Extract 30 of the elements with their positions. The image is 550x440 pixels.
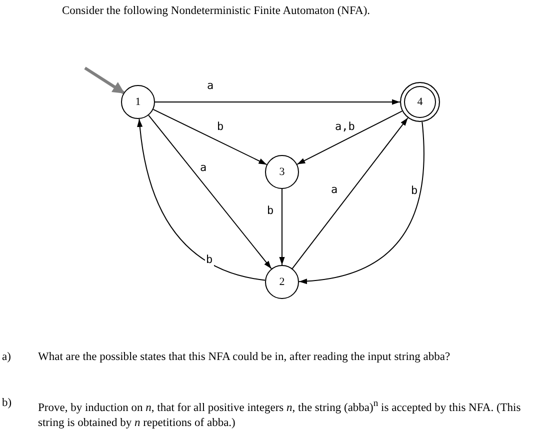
question-marker: b) bbox=[2, 396, 12, 411]
edge-label: b bbox=[266, 205, 275, 217]
transition-arrow bbox=[148, 114, 272, 270]
question-marker: a) bbox=[2, 350, 11, 365]
accepting-state-circle bbox=[400, 82, 440, 122]
start-arrow bbox=[84, 66, 125, 94]
state-label: 1 bbox=[135, 96, 141, 108]
transition-arrow bbox=[298, 121, 424, 284]
state-circle bbox=[121, 85, 155, 119]
transition-arrow bbox=[292, 117, 408, 269]
edge-label: b bbox=[410, 185, 419, 197]
question-text: Prove, by induction on n, that for all positive integers n, the string (abba)$^{n}$ is accepted by this NFA. (This string is obtained by n repetitions of abba.) bbox=[38, 397, 522, 431]
state-circle bbox=[265, 155, 299, 189]
state-label: 4 bbox=[417, 96, 423, 108]
state-circle bbox=[265, 265, 299, 299]
edge-label: a bbox=[199, 162, 208, 174]
edge-label: b bbox=[216, 121, 225, 133]
edge-label: a,b bbox=[334, 121, 356, 133]
question-text: What are the possible states that this NFA could be in, after reading the input string abba? bbox=[38, 350, 452, 365]
edge-label: a bbox=[330, 184, 339, 196]
transition-arrow bbox=[152, 108, 268, 166]
transition-arrow bbox=[279, 188, 285, 266]
transition-arrow bbox=[154, 99, 400, 105]
edge-label: a bbox=[206, 80, 215, 92]
state-label: 3 bbox=[279, 166, 285, 178]
state-label: 2 bbox=[279, 276, 285, 288]
title-text: Consider the following Nondeterministic Finite Automaton (NFA). bbox=[62, 5, 370, 17]
edge-label: b bbox=[205, 254, 214, 266]
transition-arrow bbox=[296, 110, 403, 165]
transition-arrow bbox=[137, 118, 266, 281]
